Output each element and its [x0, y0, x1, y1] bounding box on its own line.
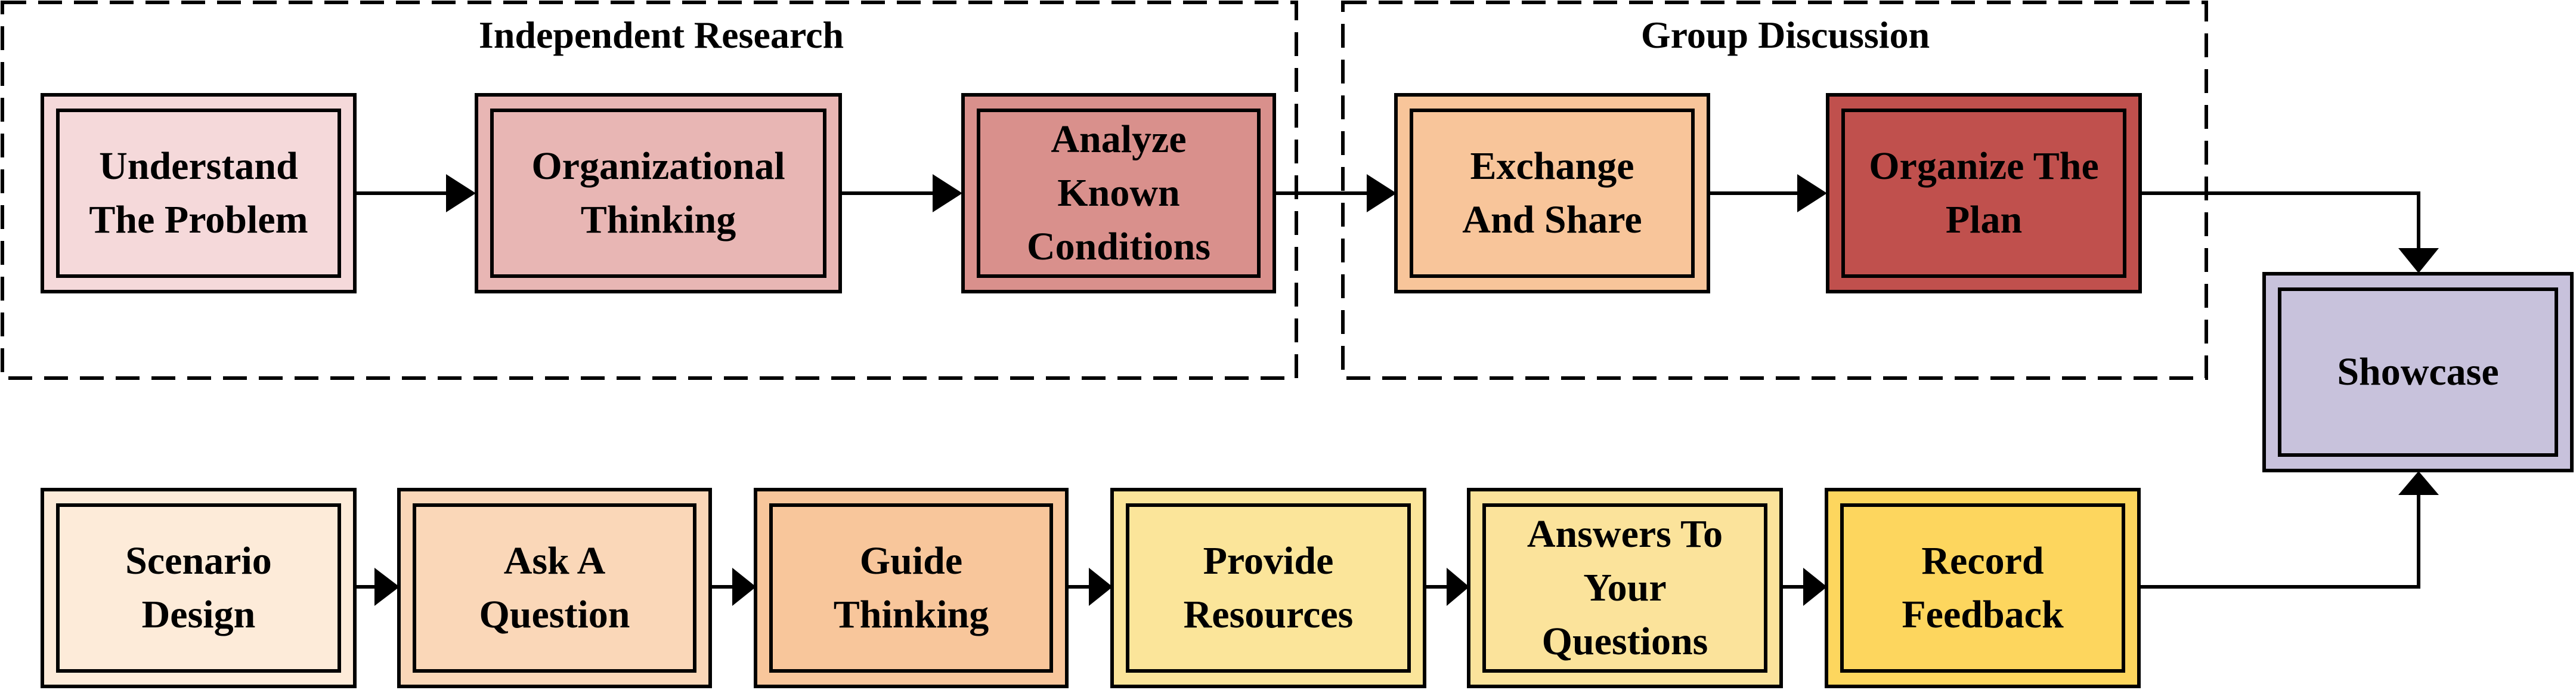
group-discussion-title: Group Discussion [1574, 8, 1996, 62]
node-analyze-known-conditions: Analyze Known Conditions [961, 93, 1276, 293]
arrow-provide-to-answers [1425, 568, 1469, 606]
arrow-record-to-showcase [2140, 471, 2439, 589]
node-organize-the-plan: Organize The Plan [1826, 93, 2142, 293]
node-label: Answers To Your Questions [1527, 512, 1723, 663]
node-label: Analyze Known Conditions [1026, 117, 1211, 268]
node-label: Exchange And Share [1462, 144, 1642, 242]
node-provide-resources: Provide Resources [1110, 488, 1426, 688]
node-showcase: Showcase [2262, 272, 2574, 472]
arrow-guide-to-provide [1067, 568, 1113, 606]
node-label: Showcase [2337, 350, 2499, 394]
node-label: Scenario Design [125, 539, 272, 636]
arrow-understand-to-organizational [355, 174, 476, 212]
node-label: Guide Thinking [833, 539, 989, 636]
node-label: Understand The Problem [89, 144, 308, 242]
node-label: Ask A Question [479, 539, 630, 636]
node-record-feedback: Record Feedback [1825, 488, 2141, 688]
arrow-ask-to-guide [711, 568, 756, 606]
arrow-organizational-to-analyze [841, 174, 962, 212]
independent-research-frame [1, 1, 1298, 380]
arrow-organize-plan-to-showcase [2141, 191, 2439, 273]
group-discussion-frame [1341, 1, 2208, 380]
node-understand-the-problem: Understand The Problem [41, 93, 357, 293]
node-organizational-thinking: Organizational Thinking [475, 93, 842, 293]
node-scenario-design: Scenario Design [41, 488, 357, 688]
node-label: Organize The Plan [1869, 144, 2099, 242]
independent-research-title: Independent Research [414, 8, 908, 62]
node-label: Organizational Thinking [531, 144, 785, 242]
arrow-answers-to-record [1782, 568, 1827, 606]
node-ask-a-question: Ask A Question [397, 488, 712, 688]
arrow-exchange-to-organize-plan [1709, 174, 1827, 212]
node-exchange-and-share: Exchange And Share [1394, 93, 1710, 293]
node-label: Record Feedback [1902, 539, 2064, 636]
arrow-analyze-to-exchange [1275, 174, 1397, 212]
node-answers-to-your-questions: Answers To Your Questions [1467, 488, 1783, 688]
arrow-scenario-to-ask [355, 568, 400, 606]
node-label: Provide Resources [1183, 539, 1354, 636]
node-guide-thinking: Guide Thinking [754, 488, 1069, 688]
